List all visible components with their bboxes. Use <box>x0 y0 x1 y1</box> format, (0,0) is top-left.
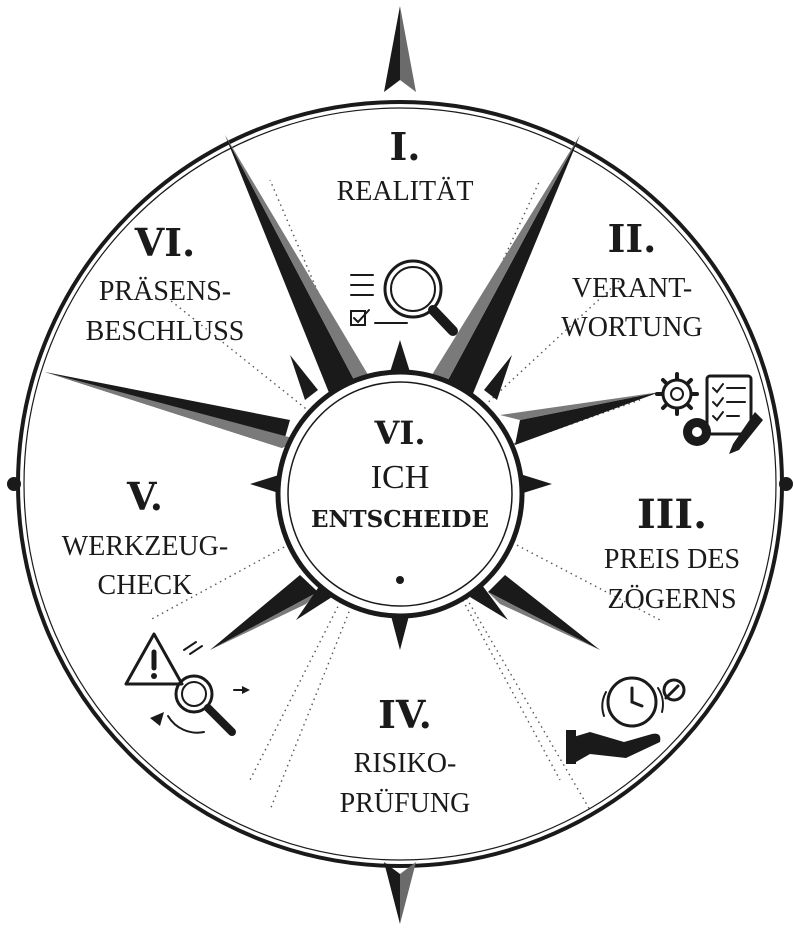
ring-dot-left <box>7 477 21 491</box>
section-4-label-line2: PRÜFUNG <box>340 788 471 819</box>
north-needle <box>384 6 416 92</box>
section-5-label-line1: WERKZEUG- <box>62 531 228 562</box>
hand-clock-icon <box>566 678 684 764</box>
section-2-label-line2: WORTUNG <box>561 312 702 343</box>
ring-dot-right <box>779 477 793 491</box>
section-6-label-line2: BESCHLUSS <box>86 316 245 347</box>
section-3-numeral: III. <box>637 491 707 538</box>
center-dot <box>396 576 404 584</box>
section-5-numeral: V. <box>126 474 163 519</box>
gears-checklist-icon <box>657 374 763 454</box>
center-numeral: VI. <box>374 414 426 452</box>
section-1-label-line1: REALITÄT <box>337 176 474 207</box>
section-6-label-line1: PRÄSENS- <box>99 276 231 307</box>
section-4-label-line1: RISIKO- <box>354 748 457 779</box>
south-needle <box>384 862 416 924</box>
section-6-numeral: VI. <box>134 220 196 265</box>
section-5-label-line2: CHECK <box>98 570 193 601</box>
section-2-numeral: II. <box>608 216 657 261</box>
warning-magnifier-icon <box>126 634 250 733</box>
magnifier-checklist-icon <box>351 261 453 331</box>
section-3-label-line1: PREIS DES <box>604 544 740 575</box>
section-4-numeral: IV. <box>378 692 432 737</box>
center-line1: ICH <box>371 459 430 496</box>
section-3-label-line2: ZÖGERNS <box>607 584 736 615</box>
center-line2: ENTSCHEIDE <box>311 506 489 533</box>
section-2-label-line1: VERANT- <box>572 273 692 304</box>
section-1-numeral: I. <box>389 124 420 169</box>
